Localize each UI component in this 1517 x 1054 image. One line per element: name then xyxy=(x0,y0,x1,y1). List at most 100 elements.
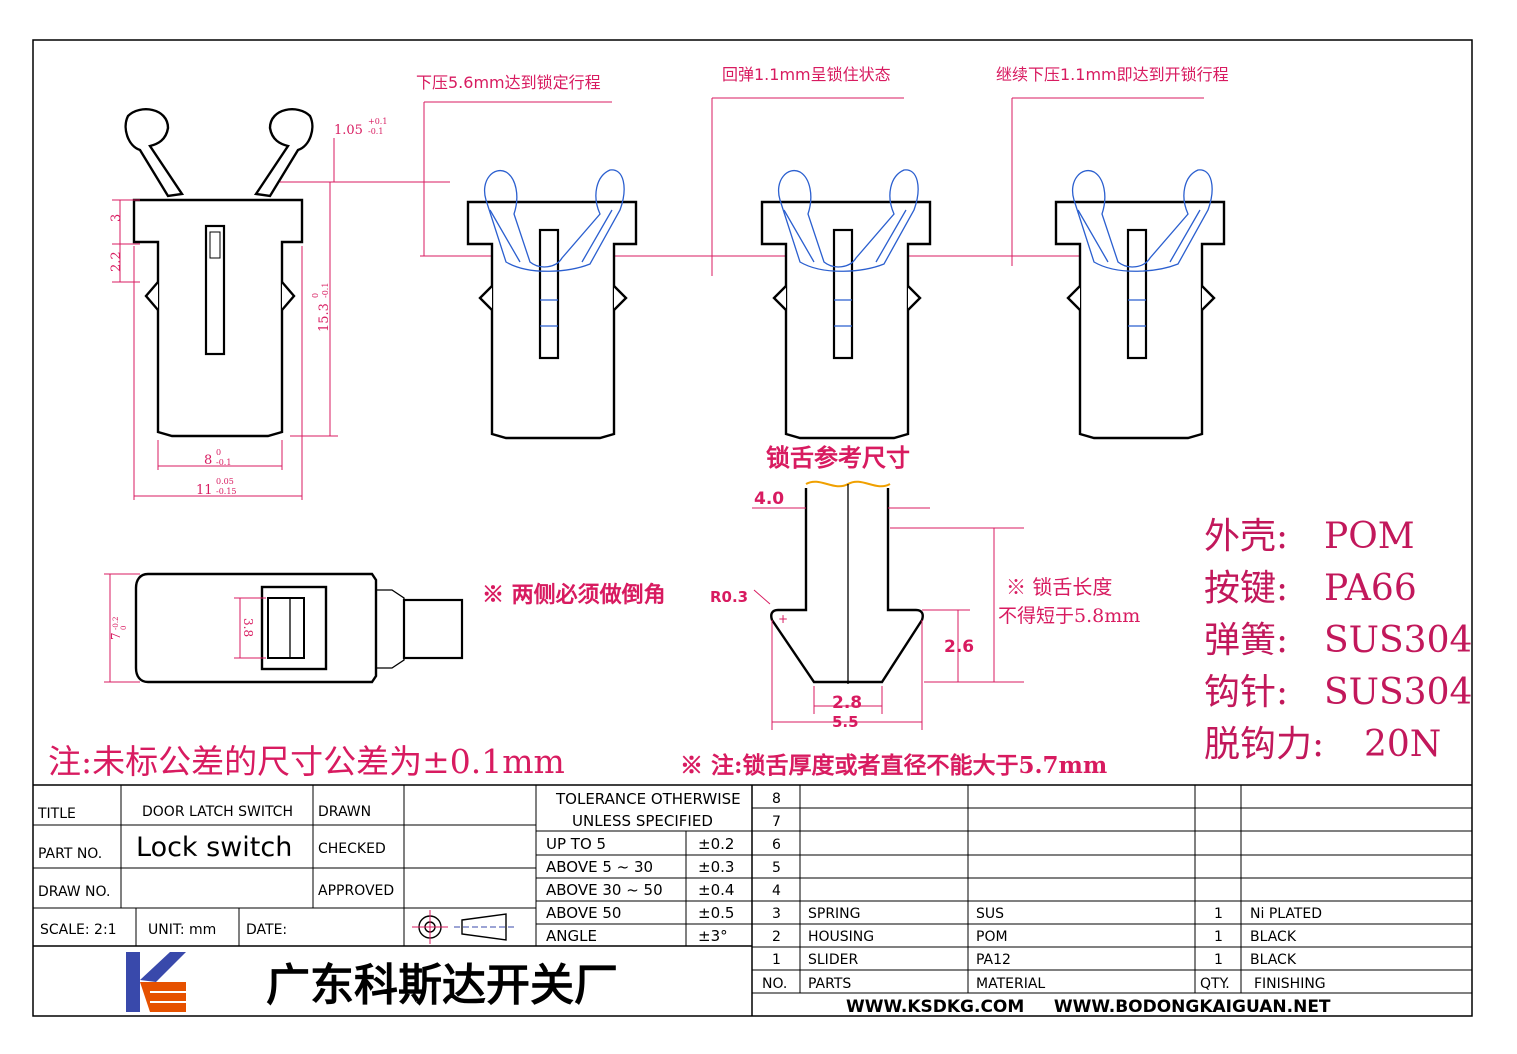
tolerance-note: 注:未标公差的尺寸公差为±0.1mm xyxy=(48,742,565,781)
dim-11: 11 xyxy=(196,483,213,498)
bom-finishing: Ni PLATED xyxy=(1250,906,1322,922)
dim-4-0: 4.0 xyxy=(754,489,784,509)
bom-qty: 1 xyxy=(1214,952,1223,968)
callout-continue-press: 继续下压1.1mm即达到开锁行程 xyxy=(996,65,1229,84)
callout-press-down: 下压5.6mm达到锁定行程 xyxy=(416,73,601,92)
company-logo xyxy=(126,952,186,1012)
tongue-title: 锁舌参考尺寸 xyxy=(766,443,910,472)
tol-range: ABOVE 30 ~ 50 xyxy=(546,881,663,899)
bom-finishing: BLACK xyxy=(1250,929,1297,945)
bom-header-material: MATERIAL xyxy=(976,976,1045,992)
tol-value: ±0.3 xyxy=(698,858,734,876)
bom-qty: 1 xyxy=(1214,929,1223,945)
tongue-reference: 锁舌参考尺寸 + 4.0 2.6 2.8 5.5 ※ 两侧必须做倒角 R0.3 … xyxy=(482,443,1140,731)
tol-value: ±0.5 xyxy=(698,904,734,922)
material-label-force: 脱钩力: xyxy=(1204,724,1324,765)
bom-part: HOUSING xyxy=(808,929,874,945)
title-block: TITLE DOOR LATCH SWITCH PART NO. Lock sw… xyxy=(33,784,1472,1017)
dim-15-3: 15.3 xyxy=(317,303,332,332)
bom-no: 6 xyxy=(772,837,781,853)
bom-header-qty: QTY. xyxy=(1200,976,1230,992)
bom-header-parts: PARTS xyxy=(808,976,851,992)
approved-label: APPROVED xyxy=(318,883,394,899)
bom-part: SLIDER xyxy=(808,952,858,968)
state-views: 下压5.6mm达到锁定行程 回弹1.1mm呈锁住状态 xyxy=(416,65,1229,440)
dim-3-8: 3.8 xyxy=(241,618,255,637)
checked-label: CHECKED xyxy=(318,841,386,857)
state-view-locked-travel: 下压5.6mm达到锁定行程 xyxy=(416,73,638,440)
bom-material: SUS xyxy=(976,906,1004,922)
draw-no-label: DRAW NO. xyxy=(38,884,110,900)
dim-5-5: 5.5 xyxy=(832,713,859,731)
dim-11-tol: 0.05 xyxy=(216,477,234,486)
bom-material: PA12 xyxy=(976,952,1011,968)
dim-11-tol2: -0.15 xyxy=(216,487,237,496)
bom-header-no: NO. xyxy=(762,976,787,992)
website-links: WWW.KSDKG.COM WWW.BODONGKAIGUAN.NET xyxy=(846,997,1331,1017)
length-note-1: ※ 锁舌长度 xyxy=(1006,575,1112,599)
bom-qty: 1 xyxy=(1214,906,1223,922)
bom-no: 3 xyxy=(772,906,781,922)
tol-header-2: UNLESS SPECIFIED xyxy=(572,812,713,830)
state-view-unlock-travel: 继续下压1.1mm即达到开锁行程 xyxy=(996,65,1229,440)
part-no-label: PART NO. xyxy=(38,846,102,862)
date-label: DATE: xyxy=(246,922,287,938)
material-value-hook: SUS304 xyxy=(1324,672,1472,713)
bom-finishing: BLACK xyxy=(1250,952,1297,968)
material-value-spring: SUS304 xyxy=(1324,620,1472,661)
title-value: DOOR LATCH SWITCH xyxy=(142,804,293,820)
tol-value: ±3° xyxy=(698,927,728,945)
dim-2-6: 2.6 xyxy=(944,637,974,657)
tol-range: ANGLE xyxy=(546,927,597,945)
dim-8-tol: 0 xyxy=(216,448,221,457)
dim-3: 3 xyxy=(109,214,124,222)
dim-2-8: 2.8 xyxy=(832,693,862,713)
chamfer-note: ※ 两侧必须做倒角 xyxy=(482,582,666,608)
projection-symbol-icon xyxy=(412,910,514,944)
unit-label: UNIT: mm xyxy=(148,922,216,938)
material-label-button: 按键: xyxy=(1204,568,1288,609)
tol-range: ABOVE 50 xyxy=(546,904,621,922)
part-no-value: Lock switch xyxy=(136,832,292,863)
tolerance-table: TOLERANCE OTHERWISE UNLESS SPECIFIED UP … xyxy=(536,790,752,946)
dim-8: 8 xyxy=(204,453,212,468)
bom-no: 5 xyxy=(772,860,781,876)
material-value-shell: POM xyxy=(1324,516,1415,557)
bom-material: POM xyxy=(976,929,1008,945)
bom-no: 7 xyxy=(772,814,781,830)
material-label-shell: 外壳: xyxy=(1204,516,1288,557)
bom-header-finishing: FINISHING xyxy=(1254,976,1326,992)
dim-1-05-tol: +0.1 xyxy=(368,117,387,126)
scale-label: SCALE: 2:1 xyxy=(40,922,117,938)
dim-15-3-tol: 0 xyxy=(311,293,320,298)
front-view: 3 2.2 1.05 +0.1 -0.1 15.3 0 -0.1 8 0 -0.… xyxy=(109,108,450,500)
bom-table: 8 7 6 5 4 3 SPRING SUS 1 Ni PLATED 2 HOU… xyxy=(752,785,1472,1017)
bom-no: 4 xyxy=(772,883,781,899)
callout-rebound: 回弹1.1mm呈锁住状态 xyxy=(722,65,891,84)
title-label: TITLE xyxy=(37,806,76,822)
material-value-force: 20N xyxy=(1364,724,1441,765)
dim-7-tol: 0 xyxy=(120,626,128,630)
material-label-spring: 弹簧: xyxy=(1204,620,1288,661)
dim-1-05-tol2: -0.1 xyxy=(368,127,383,136)
material-label-hook: 钩针: xyxy=(1204,672,1288,713)
dim-7: 7 xyxy=(109,632,123,640)
side-view: 7 0 -0.2 3.8 xyxy=(104,572,464,684)
state-view-rebound: 回弹1.1mm呈锁住状态 xyxy=(711,65,932,440)
tol-header-1: TOLERANCE OTHERWISE xyxy=(555,790,741,808)
dim-8-tol2: -0.1 xyxy=(216,458,231,467)
bom-no: 1 xyxy=(772,952,781,968)
dim-15-3-tol2: -0.1 xyxy=(321,283,330,298)
drawn-label: DRAWN xyxy=(318,804,371,820)
bom-part: SPRING xyxy=(808,906,861,922)
bom-no: 8 xyxy=(772,791,781,807)
tongue-chamfer-mark: + xyxy=(778,612,788,626)
thickness-note: ※ 注:锁舌厚度或者直径不能大于5.7mm xyxy=(680,752,1107,779)
chamfer-radius: R0.3 xyxy=(710,588,748,606)
tol-range: ABOVE 5 ~ 30 xyxy=(546,858,653,876)
dim-1-05: 1.05 xyxy=(334,123,363,138)
material-value-button: PA66 xyxy=(1324,568,1417,609)
dim-7-tol2: -0.2 xyxy=(112,617,120,631)
tol-range: UP TO 5 xyxy=(546,835,606,853)
